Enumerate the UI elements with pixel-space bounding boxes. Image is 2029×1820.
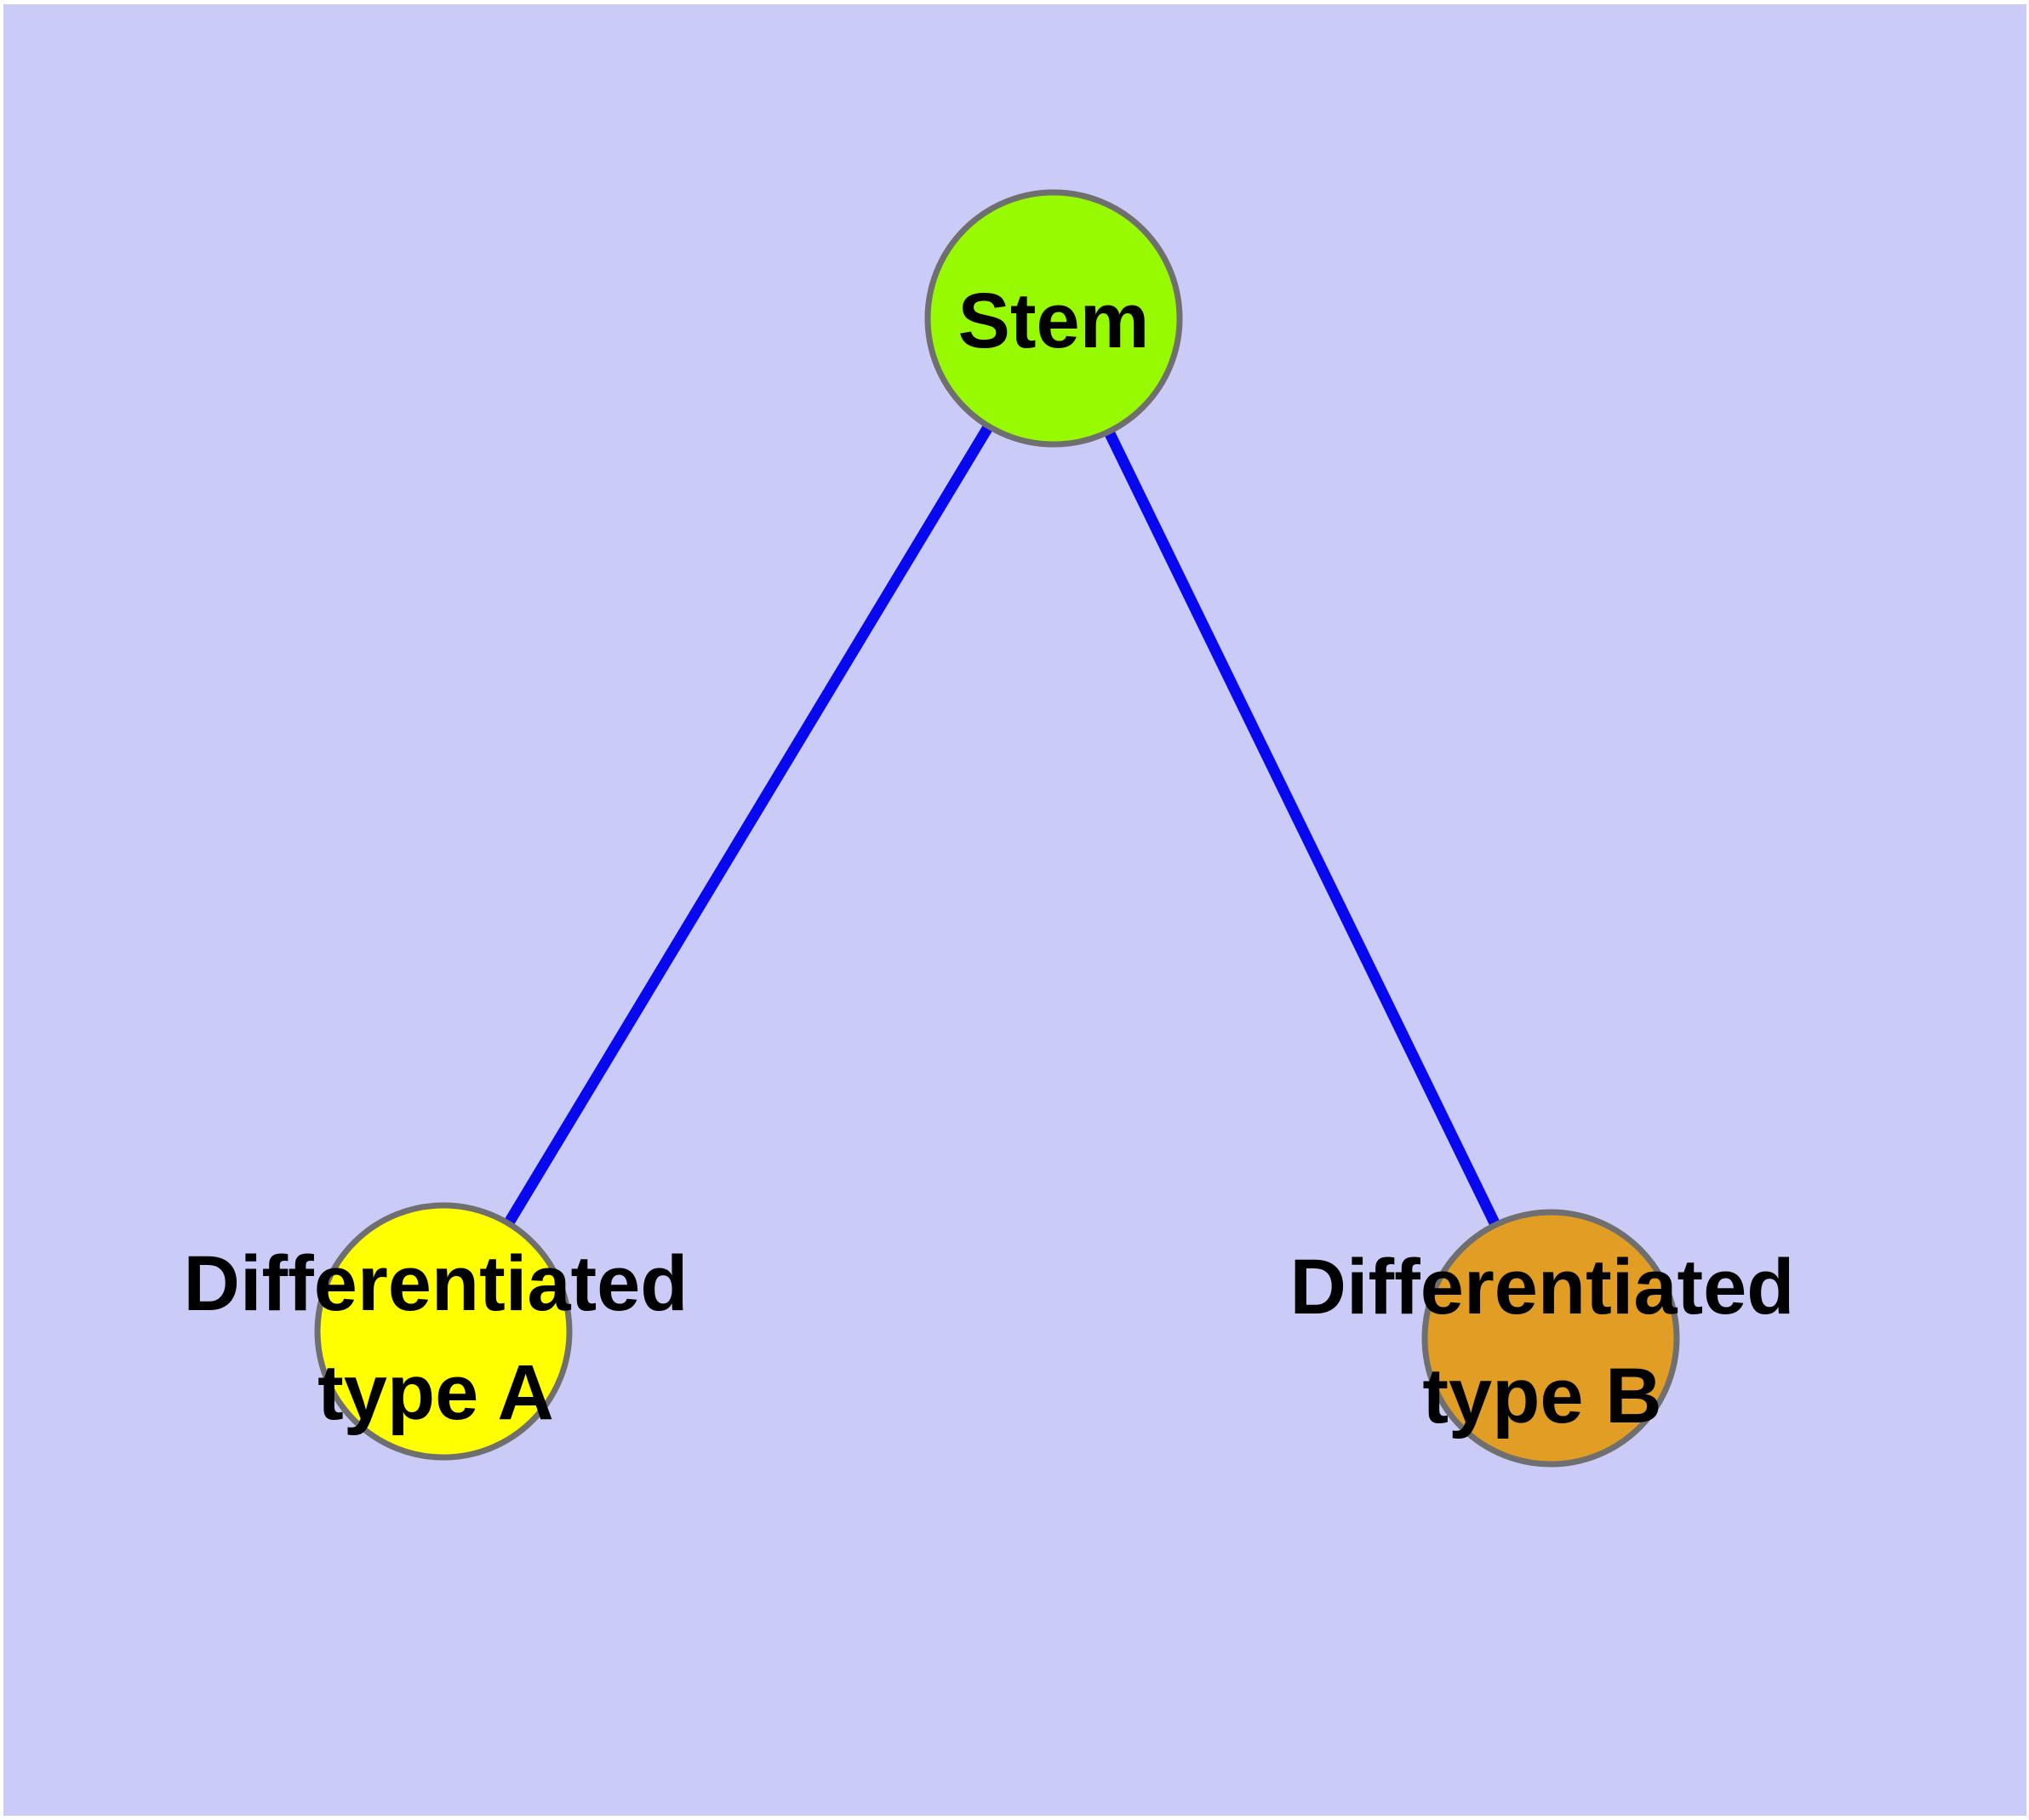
node-differentiated-type-a-label: Differentiated type A xyxy=(183,1240,689,1436)
node-differentiated-type-b[interactable] xyxy=(1421,1209,1680,1468)
edge-stem-to-type-b xyxy=(1049,316,1556,1341)
node-differentiated-type-b-label: Differentiated type B xyxy=(1289,1244,1795,1439)
node-differentiated-type-a[interactable] xyxy=(314,1202,573,1461)
node-stem[interactable] xyxy=(924,189,1183,448)
node-stem-label: Stem xyxy=(957,278,1150,364)
edge-stem-to-type-a xyxy=(438,315,1059,1335)
